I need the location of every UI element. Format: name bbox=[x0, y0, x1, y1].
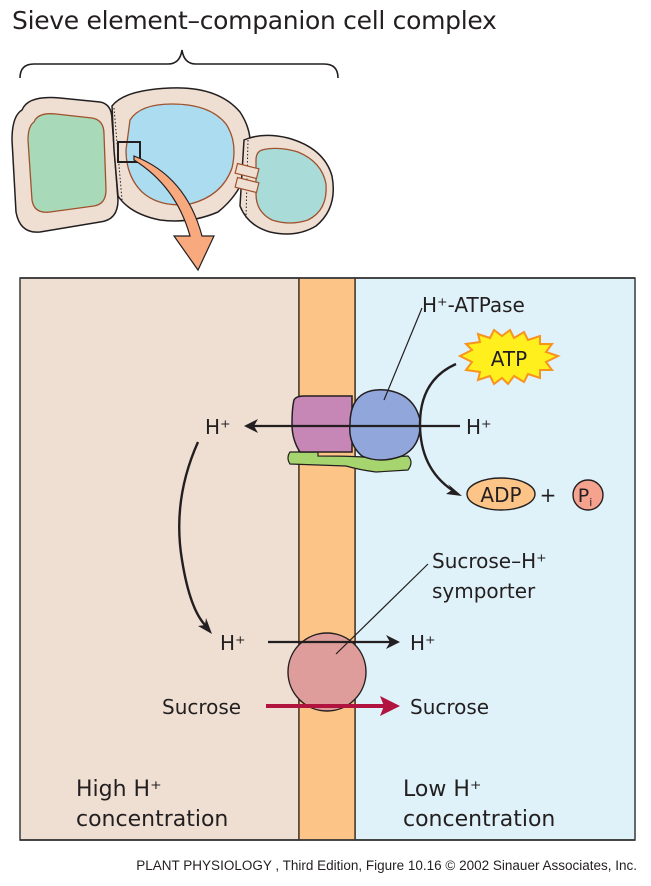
adp-label: ADP bbox=[480, 483, 521, 507]
high-h-label-1: High H⁺ bbox=[76, 777, 162, 802]
symporter-leader-line bbox=[335, 563, 429, 655]
atpase-anchor bbox=[287, 451, 412, 473]
sucrose-h-symporter bbox=[287, 632, 367, 712]
h-plus-right-top: H⁺ bbox=[466, 415, 492, 439]
left-cell bbox=[11, 96, 119, 233]
atpase-h-arrowhead bbox=[244, 419, 258, 433]
atpase-pink-subunit bbox=[291, 395, 353, 453]
figure-credit: PLANT PHYSIOLOGY , Third Edition, Figure… bbox=[136, 858, 637, 873]
high-h-label-2: concentration bbox=[76, 807, 228, 832]
sucrose-arrowhead bbox=[380, 696, 400, 716]
brace bbox=[19, 49, 339, 79]
sucrose-right-label: Sucrose bbox=[410, 695, 489, 719]
atp-hydrolysis-arrow bbox=[418, 362, 457, 491]
h-plus-left-top: H⁺ bbox=[205, 415, 231, 439]
atp-label: ATP bbox=[491, 347, 527, 371]
atp-hydrolysis-arrowhead bbox=[446, 484, 462, 496]
zoom-arrow bbox=[133, 155, 215, 272]
sieve-element bbox=[111, 87, 252, 222]
left-cell-interior bbox=[27, 113, 107, 213]
sucrose-left-label: Sucrose bbox=[162, 695, 241, 719]
plasmodesma-1 bbox=[234, 162, 260, 180]
atpase-leader-line bbox=[383, 307, 423, 401]
h-plus-left-bottom: H⁺ bbox=[220, 631, 246, 655]
figure-title: Sieve element–companion cell complex bbox=[12, 6, 497, 35]
companion-cell-interior bbox=[255, 147, 327, 224]
atp-burst bbox=[457, 328, 561, 386]
companion-cell bbox=[234, 134, 334, 235]
pi-circle bbox=[572, 479, 604, 511]
high-h-compartment bbox=[19, 277, 300, 841]
symporter-label-1: Sucrose–H⁺ bbox=[432, 549, 547, 573]
proton-recycle-arrow bbox=[178, 441, 207, 627]
plus-sign: + bbox=[540, 483, 557, 507]
plasma-membrane bbox=[298, 277, 356, 841]
adp-ellipse bbox=[466, 477, 536, 511]
zoom-region-box bbox=[117, 141, 141, 163]
low-h-label-1: Low H⁺ bbox=[403, 777, 481, 802]
pi-subscript: i bbox=[589, 496, 592, 509]
h-plus-right-bottom: H⁺ bbox=[410, 631, 436, 655]
sieve-element-interior bbox=[125, 103, 235, 206]
proton-recycle-arrowhead bbox=[198, 618, 212, 634]
pi-label: Pi bbox=[578, 485, 593, 509]
symporter-h-arrowhead bbox=[386, 635, 400, 649]
symporter-label-2: symporter bbox=[432, 579, 536, 603]
pi-main: P bbox=[578, 485, 589, 507]
h-atpase-label: H⁺-ATPase bbox=[422, 293, 525, 317]
atpase-blue-subunit bbox=[349, 389, 421, 461]
plasmodesma-2 bbox=[234, 176, 260, 194]
low-h-label-2: concentration bbox=[403, 807, 555, 832]
h-atpase bbox=[287, 389, 421, 473]
